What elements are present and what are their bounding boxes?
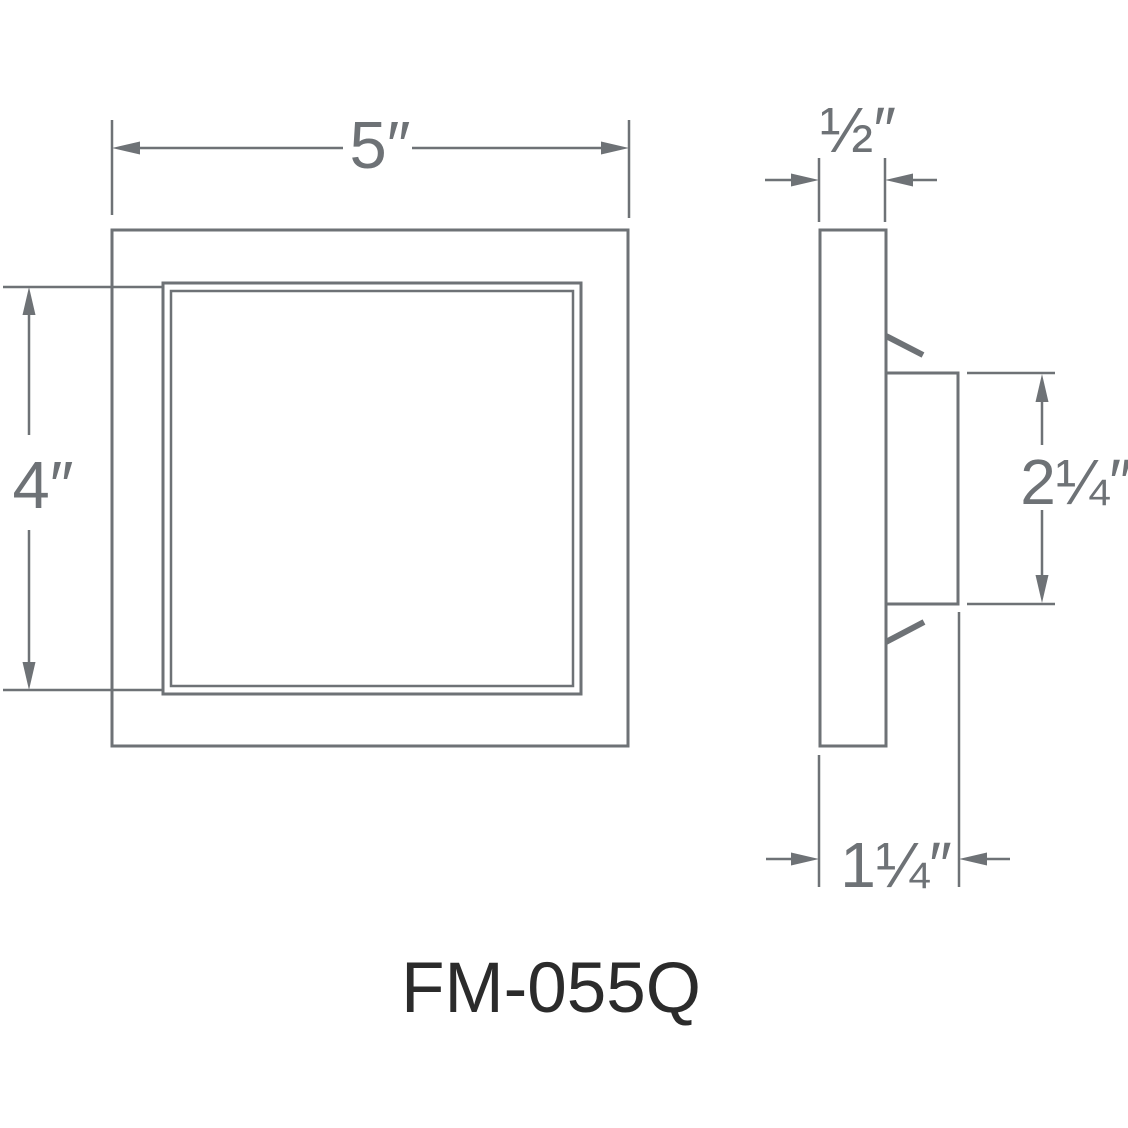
mounting-clip-top-icon <box>884 333 925 358</box>
side-mounting-housing <box>884 371 960 606</box>
width-arrow-right-icon <box>601 141 629 155</box>
height-dimension-label: 4″ <box>13 448 74 523</box>
product-code-label: FM-055Q <box>401 949 701 1028</box>
width-arrow-left-icon <box>112 141 140 155</box>
mounting-clip-bottom-icon <box>884 619 926 645</box>
height-arrow-up-icon <box>22 287 36 315</box>
overall-depth-arrow-right-icon <box>791 852 819 866</box>
front-view <box>110 228 630 748</box>
housing-height-dimension-label: 2¼″ <box>1020 446 1128 518</box>
front-lens-outer-square <box>161 281 583 696</box>
overall-depth-dimension-group: 1¼″ <box>766 612 1010 901</box>
front-outer-square <box>110 228 630 748</box>
plate-depth-arrow-left-icon <box>885 173 913 187</box>
width-dimension-group: 5″ <box>110 108 631 218</box>
plate-depth-dimension-group: ½″ <box>765 94 937 222</box>
housing-arrow-down-icon <box>1035 575 1049 603</box>
side-view <box>818 228 960 748</box>
housing-arrow-up-icon <box>1035 374 1049 402</box>
side-faceplate <box>818 228 888 748</box>
front-lens-inner-square <box>169 289 575 688</box>
overall-depth-dimension-label: 1¼″ <box>840 829 952 901</box>
plate-depth-arrow-right-icon <box>791 173 819 187</box>
height-dimension-group: 4″ <box>3 285 163 692</box>
height-arrow-down-icon <box>22 662 36 690</box>
housing-height-dimension-group: 2¼″ <box>967 371 1128 606</box>
plate-depth-dimension-label: ½″ <box>820 94 896 166</box>
overall-depth-arrow-left-icon <box>959 852 987 866</box>
width-dimension-label: 5″ <box>350 108 411 183</box>
